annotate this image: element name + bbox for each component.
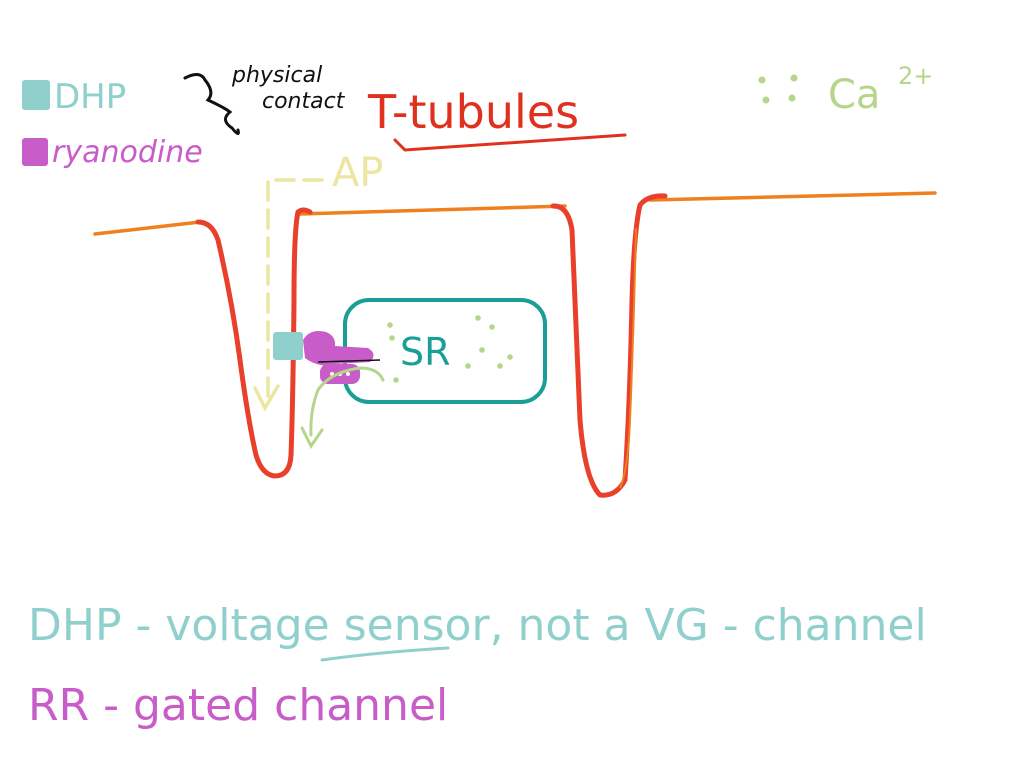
sr-label: SR <box>400 330 451 374</box>
note-dhp-part-a: DHP - voltage <box>28 600 344 651</box>
dhp-receptor <box>273 332 303 360</box>
t-tubule-left <box>195 207 313 479</box>
note-dhp: DHP - voltage sensor, not a VG - channel <box>28 600 927 651</box>
sensor-underline <box>320 646 450 662</box>
calcium-key-dots <box>758 74 798 104</box>
dhp-legend-label: DHP <box>54 77 126 117</box>
ap-propagation-arrow <box>266 178 324 402</box>
calcium-ions-in-sr <box>387 315 513 383</box>
sarcolemma-membrane <box>93 191 937 236</box>
title-underline <box>393 133 627 152</box>
calcium-key-superscript: 2+ <box>898 62 933 90</box>
physical-contact-line2: contact <box>262 89 346 114</box>
diagram-title: T-tubules <box>367 85 579 139</box>
contact-brace <box>183 73 240 135</box>
contact-line <box>317 359 381 363</box>
dhp-legend-swatch <box>22 80 50 110</box>
note-dhp-sensor: sensor <box>344 600 491 651</box>
physical-contact-line1: physical <box>231 63 322 88</box>
note-rr: RR - gated channel <box>28 680 448 731</box>
calcium-release-arrow <box>309 366 385 437</box>
ap-label: AP <box>332 150 383 196</box>
calcium-release-arrow-head <box>300 426 324 449</box>
note-dhp-part-b: , not a VG - channel <box>490 600 927 651</box>
ryanodine-legend-label: ryanodine <box>52 135 203 170</box>
calcium-key-label: Ca <box>828 72 880 118</box>
t-tubule-right <box>550 193 668 498</box>
t-tubule-right-inner <box>619 227 637 489</box>
ap-arrow-head <box>253 384 280 412</box>
ryanodine-legend-swatch <box>22 138 48 166</box>
